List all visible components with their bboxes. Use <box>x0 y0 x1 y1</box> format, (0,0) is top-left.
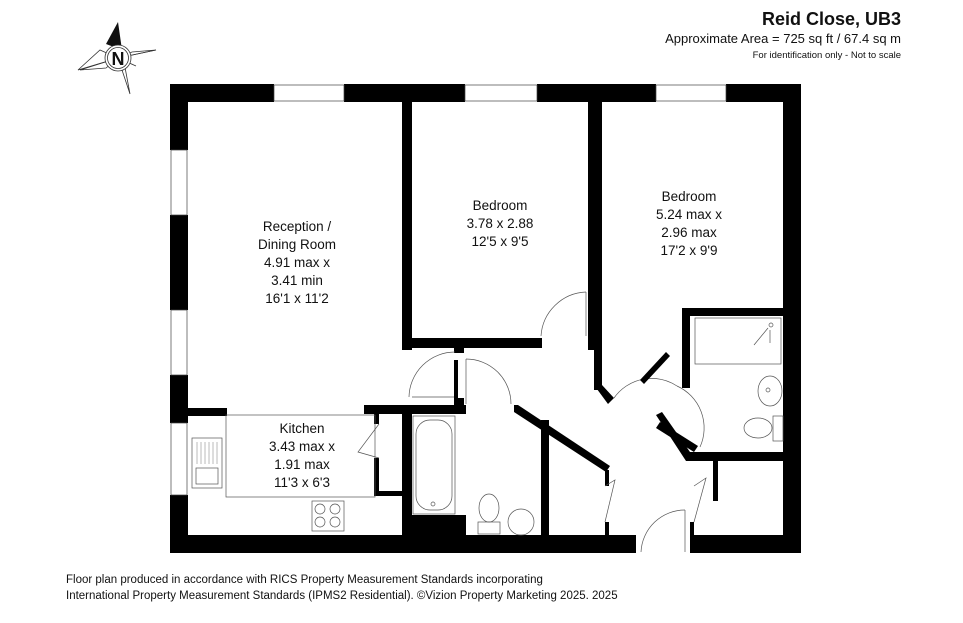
scale-disclaimer: For identification only - Not to scale <box>752 50 901 61</box>
footer-line-1: Floor plan produced in accordance with R… <box>66 574 543 586</box>
room-name: Reception / <box>262 219 332 234</box>
room-imperial: 12'5 x 9'5 <box>471 234 529 249</box>
room-dim1: 3.43 max x <box>268 439 336 454</box>
room-name-line2: Dining Room <box>257 237 337 252</box>
property-title: Reid Close, UB3 <box>761 9 901 29</box>
plan-footer: Floor plan produced in accordance with R… <box>66 572 618 604</box>
room-dim2: 2.96 max <box>661 225 717 240</box>
room-dim1: 3.78 x 2.88 <box>466 216 534 231</box>
svg-text:N: N <box>112 49 125 69</box>
approximate-area: Approximate Area = 725 sq ft / 67.4 sq m <box>665 31 901 46</box>
room-name: Bedroom <box>661 189 717 204</box>
room-name: Bedroom <box>472 198 528 213</box>
plan-header: Reid Close, UB3 Approximate Area = 725 s… <box>665 8 901 64</box>
footer-line-2: International Property Measurement Stand… <box>66 590 618 602</box>
room-reception-dining: Reception / Dining Room 4.91 max x 3.41 … <box>258 218 336 308</box>
walls <box>170 84 801 553</box>
room-bedroom-1: Bedroom 3.78 x 2.88 12'5 x 9'5 <box>467 197 534 251</box>
room-imperial: 16'1 x 11'2 <box>265 291 329 306</box>
room-dim2: 3.41 min <box>271 273 323 288</box>
room-imperial: 11'3 x 6'3 <box>274 475 330 490</box>
north-compass-icon: N <box>77 22 157 95</box>
room-bedroom-2: Bedroom 5.24 max x 2.96 max 17'2 x 9'9 <box>656 188 722 260</box>
room-imperial: 17'2 x 9'9 <box>660 243 718 258</box>
room-dim2: 1.91 max <box>274 457 330 472</box>
room-dim1: 5.24 max x <box>655 207 723 222</box>
room-dim1: 4.91 max x <box>263 255 331 270</box>
room-kitchen: Kitchen 3.43 max x 1.91 max 11'3 x 6'3 <box>269 420 335 492</box>
room-name: Kitchen <box>279 421 325 436</box>
